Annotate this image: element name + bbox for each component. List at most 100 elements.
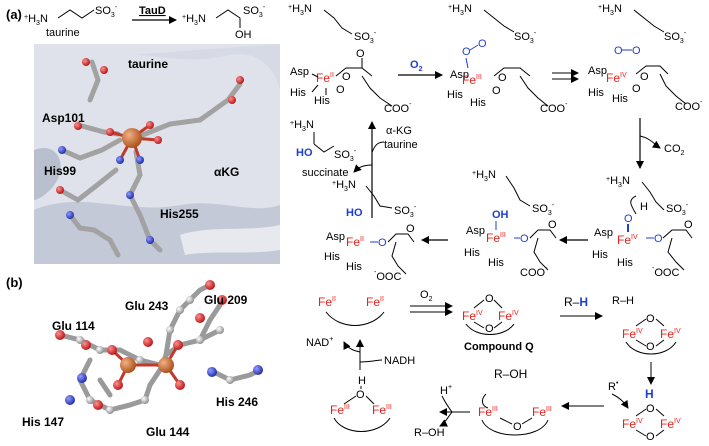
taurine-in-label: taurine bbox=[384, 139, 418, 151]
label-his99: His99 bbox=[44, 164, 76, 178]
succinate-out-arrow bbox=[353, 164, 373, 173]
prod-fe-b: FeIII bbox=[532, 405, 552, 419]
diferrous-bridge bbox=[325, 311, 385, 326]
s2-his1: His bbox=[447, 89, 463, 101]
s4-asp: Asp bbox=[594, 227, 613, 239]
s1-coo: COO- bbox=[384, 101, 412, 115]
nadh-in-arrow bbox=[359, 359, 383, 363]
oxygen-atoms bbox=[56, 58, 244, 194]
co2-label: CO2 bbox=[664, 143, 685, 157]
rebound-curved bbox=[611, 393, 629, 409]
b-o2-label: O2 bbox=[420, 289, 433, 303]
s4-o: O bbox=[624, 213, 633, 225]
s5-o2: O bbox=[548, 219, 557, 231]
label-taurine: taurine bbox=[128, 57, 168, 71]
product-h3n-label: +H3N bbox=[182, 13, 206, 27]
product-so3-label: SO3- bbox=[243, 4, 266, 19]
diferric-hydroxo: H O FeIII FeIII bbox=[330, 375, 392, 432]
s6-fe: FeII bbox=[346, 235, 364, 249]
s5-his1: His bbox=[464, 247, 480, 259]
co2-curved-arrow bbox=[639, 135, 661, 149]
label-his147: His 147 bbox=[22, 415, 64, 429]
rad-o-bot: O bbox=[646, 431, 655, 443]
s5-fe: FeIII bbox=[486, 231, 506, 245]
product-backbone bbox=[215, 9, 241, 19]
s1-so3: SO3- bbox=[354, 30, 377, 45]
s2-o-b: O bbox=[478, 38, 487, 50]
s5-oh: OH bbox=[492, 209, 509, 221]
s1-h3n: +H3N bbox=[288, 3, 312, 17]
taud-active-site-image: taurine Asp101 His99 αKG His255 bbox=[34, 44, 280, 264]
rh-bound: R–H bbox=[612, 295, 634, 307]
s6-ooc: -OOC bbox=[374, 269, 401, 283]
s3-o1: O bbox=[640, 71, 649, 83]
s5-asp: Asp bbox=[466, 225, 485, 237]
s3-fe: FeIV bbox=[606, 71, 627, 85]
species-fe3-hydroxo: +H3N SO3- OH Asp FeIII His His O O COO- bbox=[464, 169, 557, 279]
qs-fe-b: FeIV bbox=[660, 327, 681, 341]
q-o-top: O bbox=[485, 293, 494, 305]
taurine-h3n-label: +H3N bbox=[24, 13, 48, 27]
s6-o2: O bbox=[406, 223, 415, 235]
s3-h3n: +H3N bbox=[598, 3, 622, 17]
b-nitrogen-atoms bbox=[65, 365, 263, 405]
s2-o2: O bbox=[492, 85, 501, 97]
fe2b: FeII bbox=[366, 295, 384, 309]
radical-intermediate: R• H O O FeIV FeIV bbox=[608, 380, 681, 443]
s3-coo: COO- bbox=[675, 99, 703, 113]
smmo-cycle: FeII FeII O2 O O FeIV FeIV Compound Q R–… bbox=[306, 289, 681, 443]
rh-label: R–H bbox=[564, 295, 588, 309]
hyd-fe-a: FeIII bbox=[330, 403, 350, 417]
roh-out-arrow bbox=[439, 411, 453, 427]
s4-o1: O bbox=[654, 233, 663, 245]
s2-o1: O bbox=[498, 72, 507, 84]
his99-stick bbox=[59, 137, 123, 161]
species-fe2-product: +H3N SO3- HO Asp FeII His His O O -OOC bbox=[324, 179, 417, 283]
label-glu209: Glu 209 bbox=[204, 293, 248, 307]
his99-ring bbox=[57, 167, 119, 203]
taurine-stick bbox=[87, 59, 101, 103]
s1-o1: O bbox=[342, 71, 351, 83]
residue-sticks bbox=[57, 59, 243, 258]
hyd-fe-b: FeIII bbox=[372, 403, 392, 417]
pr-so3: SO3- bbox=[334, 148, 357, 163]
b-oxygen-atoms bbox=[55, 280, 227, 410]
s6-so3: SO3- bbox=[394, 204, 417, 219]
s4-fe: FeIV bbox=[617, 233, 638, 247]
rad-fe-a: FeIV bbox=[622, 417, 643, 431]
label-his246: His 246 bbox=[216, 395, 258, 409]
s5-h3n: +H3N bbox=[472, 169, 496, 183]
fe2-atom bbox=[158, 357, 174, 373]
o2-label: O2 bbox=[410, 59, 423, 73]
s4-his2: His bbox=[617, 257, 633, 269]
b-carbon-atoms bbox=[76, 296, 234, 414]
iron-atom bbox=[122, 128, 142, 148]
nadh-label: NADH bbox=[384, 355, 415, 367]
compound-q-species: O O FeIV FeIV Compound Q bbox=[462, 293, 534, 353]
label-akg: αKG bbox=[214, 165, 239, 179]
s5-coo: COO- bbox=[520, 265, 548, 279]
s4-ooc: -OOC bbox=[652, 265, 679, 279]
s5-his2: His bbox=[488, 257, 504, 269]
s1-o2: O bbox=[336, 84, 345, 96]
r-dot-label: R• bbox=[608, 380, 619, 393]
s1-asp: Asp bbox=[290, 66, 309, 78]
species-fe4-oxo: +H3N SO3- H O Asp FeIV His His O O -OOC bbox=[592, 175, 693, 279]
mmo-diiron-center: Glu 243 Glu 209 Glu 114 His 147 Glu 144 … bbox=[22, 280, 263, 439]
succinate-label: succinate bbox=[302, 167, 348, 179]
rad-o-top: O bbox=[646, 403, 655, 415]
lower-stick-2 bbox=[67, 212, 97, 233]
diferrous-species: FeII FeII bbox=[318, 295, 385, 326]
s3-his1: His bbox=[588, 87, 604, 99]
roh-out-label: R–OH bbox=[414, 427, 445, 439]
taurine-so3-label: SO3- bbox=[95, 4, 118, 19]
s1-o3: O bbox=[356, 48, 365, 60]
label-glu114: Glu 114 bbox=[52, 319, 95, 333]
label-asp101: Asp101 bbox=[42, 111, 85, 125]
s2-o-a: O bbox=[462, 46, 471, 58]
panel-a-label: (a) bbox=[6, 7, 22, 22]
fe1-atom bbox=[120, 357, 136, 373]
s6-ho: HO bbox=[346, 207, 363, 219]
nad-label: NAD+ bbox=[306, 336, 333, 349]
s4-so3: SO3- bbox=[666, 202, 689, 217]
